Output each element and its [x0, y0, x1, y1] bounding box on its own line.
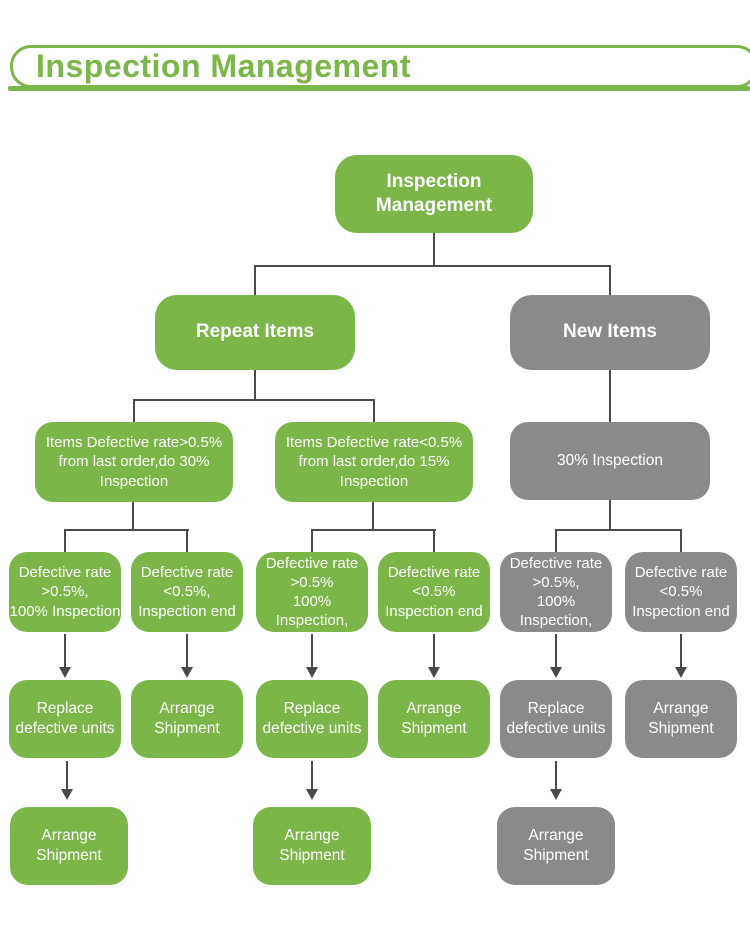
node-repeat-low-replace: Replace defective units: [256, 680, 368, 758]
arrow-shaft: [66, 761, 68, 790]
connector-line: [609, 500, 611, 531]
node-repeat-low-pass: Defective rate <0.5% Inspection end: [378, 552, 490, 632]
node-repeat-high-final-ship: Arrange Shipment: [10, 807, 128, 885]
arrow-down-icon: [675, 667, 687, 678]
node-repeat-low-final-ship: Arrange Shipment: [253, 807, 371, 885]
arrow-shaft: [680, 634, 682, 668]
arrow-down-icon: [550, 667, 562, 678]
node-repeat-high-ship: Arrange Shipment: [131, 680, 243, 758]
connector-line: [373, 399, 375, 422]
connector-line: [311, 529, 313, 552]
connector-line: [680, 529, 682, 552]
connector-line: [555, 529, 557, 552]
node-new-items-inspection: 30% Inspection: [510, 422, 710, 500]
connector-line: [254, 265, 256, 295]
connector-line: [372, 502, 374, 531]
arrow-down-icon: [428, 667, 440, 678]
arrow-shaft: [555, 761, 557, 790]
node-repeat-high-replace: Replace defective units: [9, 680, 121, 758]
arrow-down-icon: [59, 667, 71, 678]
connector-line: [555, 529, 682, 531]
node-repeat-high-fail: Defective rate >0.5%, 100% Inspection: [9, 552, 121, 632]
connector-line: [311, 529, 436, 531]
connector-line: [609, 265, 611, 295]
arrow-down-icon: [550, 789, 562, 800]
arrow-down-icon: [306, 789, 318, 800]
node-inspection-management: Inspection Management: [335, 155, 533, 233]
node-new-final-ship: Arrange Shipment: [497, 807, 615, 885]
connector-line: [609, 370, 611, 422]
arrow-shaft: [433, 634, 435, 668]
connector-line: [186, 529, 188, 552]
connector-line: [254, 370, 256, 401]
node-new-fail: Defective rate >0.5%, 100% Inspection,: [500, 552, 612, 632]
node-new-items: New Items: [510, 295, 710, 370]
connector-line: [132, 502, 134, 531]
node-repeat-low-rate: Items Defective rate<0.5% from last orde…: [275, 422, 473, 502]
arrow-shaft: [555, 634, 557, 668]
connector-line: [64, 529, 189, 531]
connector-line: [433, 529, 435, 552]
arrow-shaft: [311, 761, 313, 790]
connector-line: [433, 233, 435, 267]
arrow-down-icon: [181, 667, 193, 678]
connector-line: [133, 399, 135, 422]
node-repeat-high-rate: Items Defective rate>0.5% from last orde…: [35, 422, 233, 502]
node-repeat-low-ship: Arrange Shipment: [378, 680, 490, 758]
node-repeat-items: Repeat Items: [155, 295, 355, 370]
node-new-replace: Replace defective units: [500, 680, 612, 758]
arrow-shaft: [186, 634, 188, 668]
node-repeat-low-fail: Defective rate >0.5% 100% Inspection,: [256, 552, 368, 632]
header-pill: Inspection Management: [10, 45, 750, 88]
page-title: Inspection Management: [36, 48, 411, 84]
arrow-shaft: [311, 634, 313, 668]
node-repeat-high-pass: Defective rate <0.5%, Inspection end: [131, 552, 243, 632]
arrow-shaft: [64, 634, 66, 668]
connector-line: [254, 265, 611, 267]
header-underline: [8, 86, 750, 91]
connector-line: [64, 529, 66, 552]
arrow-down-icon: [306, 667, 318, 678]
node-new-pass: Defective rate <0.5% Inspection end: [625, 552, 737, 632]
connector-line: [133, 399, 375, 401]
arrow-down-icon: [61, 789, 73, 800]
node-new-ship: Arrange Shipment: [625, 680, 737, 758]
